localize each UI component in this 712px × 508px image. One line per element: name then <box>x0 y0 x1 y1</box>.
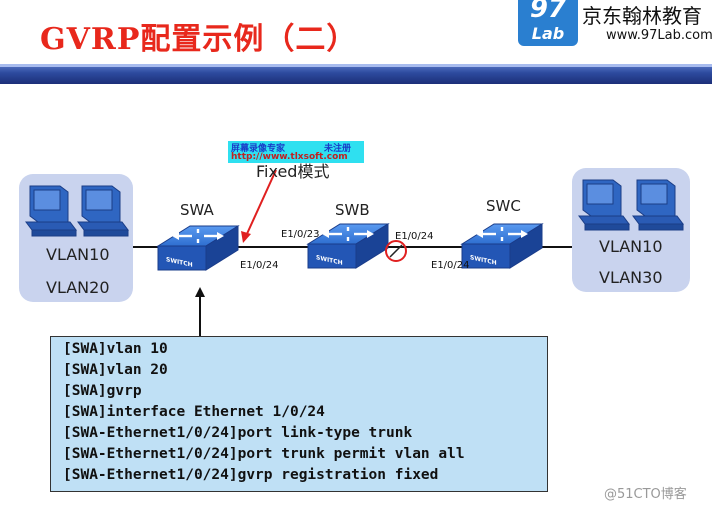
annotation-arrow <box>245 169 277 237</box>
pc-icon <box>25 185 77 237</box>
swc-port-label: E1/0/24 <box>431 260 470 271</box>
fixed-mode-annotation: Fixed模式 <box>256 162 330 181</box>
logo-lab-text: Lab <box>531 24 565 43</box>
right-vlan-label: VLAN10 <box>599 237 663 256</box>
port-marker-circle <box>385 240 407 262</box>
header-bar-highlight <box>0 64 712 67</box>
config-pointer-arrowhead <box>195 287 205 297</box>
pc-icon <box>632 179 684 231</box>
config-line: [SWA-Ethernet1/0/24]port trunk permit vl… <box>63 446 465 462</box>
config-line: [SWA]gvrp <box>63 383 142 399</box>
watermark-url: http://www.tlxsoft.com <box>231 152 348 162</box>
header-bar <box>0 64 712 84</box>
left-vlan-label: VLAN10 <box>46 245 110 264</box>
annotation-arrowhead <box>241 231 251 243</box>
config-line: [SWA]vlan 10 <box>63 341 168 357</box>
pc-icon <box>578 179 630 231</box>
config-line: [SWA-Ethernet1/0/24]port link-type trunk <box>63 425 413 441</box>
slide-title: GVRP配置示例（二） <box>40 22 358 57</box>
swb-port-left-label: E1/0/23 <box>281 229 320 240</box>
logo-number: 97 <box>529 0 567 24</box>
config-line: [SWA]interface Ethernet 1/0/24 <box>63 404 325 420</box>
left-vlan-label: VLAN20 <box>46 278 110 297</box>
watermark-text-left: 屏幕录像专家 <box>231 144 286 154</box>
watermark-text-right: 未注册 <box>324 144 352 154</box>
brand-url: www.97Lab.com <box>606 28 712 43</box>
config-commands-box: [SWA]vlan 10 [SWA]vlan 20 [SWA]gvrp [SWA… <box>50 336 548 492</box>
brand-name: 京东翰林教育 <box>582 4 702 28</box>
swb-port-right-label: E1/0/24 <box>395 231 434 242</box>
pc-icon <box>77 185 129 237</box>
swb-label: SWB <box>335 201 370 219</box>
right-vlan-label: VLAN30 <box>599 268 663 287</box>
config-line: [SWA]vlan 20 <box>63 362 168 378</box>
recorder-watermark: 屏幕录像专家 未注册 http://www.tlxsoft.com <box>228 141 364 163</box>
swa-port-label: E1/0/24 <box>240 260 279 271</box>
swc-label: SWC <box>486 197 521 215</box>
swa-label: SWA <box>180 201 214 219</box>
97lab-logo: 97 Lab <box>518 0 578 46</box>
site-credit: @51CTO博客 <box>604 487 687 502</box>
port-marker-slash <box>389 244 403 258</box>
config-line: [SWA-Ethernet1/0/24]gvrp registration fi… <box>63 467 439 483</box>
